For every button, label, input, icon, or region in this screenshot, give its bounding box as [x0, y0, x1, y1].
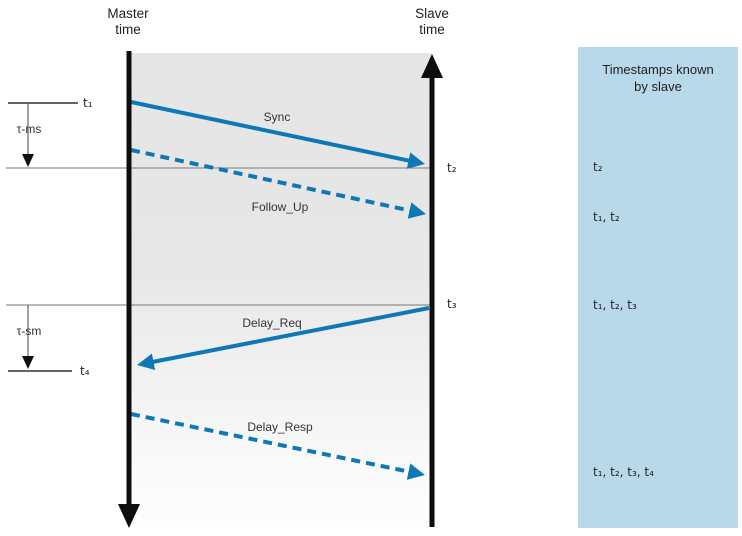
tau-sm-arrowhead — [22, 356, 34, 369]
timestamps-entry-after-follow-up: t₁, t₂ — [593, 210, 620, 224]
master-timeline-arrowhead — [118, 504, 140, 528]
timestamps-known-panel: Timestamps known by slave t₂ t₁, t₂ t₁, … — [578, 47, 738, 528]
network-region-shading — [129, 53, 432, 527]
delay-resp-arrow — [130, 412, 425, 480]
tau-ms-label: τ-ms — [16, 122, 42, 136]
follow-up-arrow — [130, 148, 426, 219]
t2-label: t₂ — [447, 161, 457, 175]
slave-timeline-arrowhead — [421, 54, 443, 78]
timestamps-entry-after-delay-resp: t₁, t₂, t₃, t₄ — [593, 465, 654, 479]
delay-resp-message-label: Delay_Resp — [247, 420, 313, 434]
master-timeline-title: Master time — [107, 6, 149, 37]
t3-label: t₃ — [447, 297, 457, 311]
timestamps-panel-title: Timestamps known by slave — [602, 62, 714, 94]
delay-req-message-label: Delay_Req — [242, 316, 302, 330]
sync-message-label: Sync — [263, 110, 291, 124]
sync-arrow — [130, 100, 425, 169]
tau-ms-arrowhead — [22, 154, 34, 167]
t4-label: t₄ — [80, 364, 90, 378]
follow-up-message-label: Follow_Up — [251, 200, 309, 214]
timestamps-entry-after-sync: t₂ — [593, 160, 603, 174]
delay-req-arrow — [137, 306, 430, 370]
slave-timeline-title: Slave time — [415, 6, 449, 37]
t1-label: t₁ — [83, 96, 93, 110]
timestamps-entry-after-delay-req: t₁, t₂, t₃ — [593, 298, 637, 312]
tau-sm-label: τ-sm — [16, 324, 42, 338]
